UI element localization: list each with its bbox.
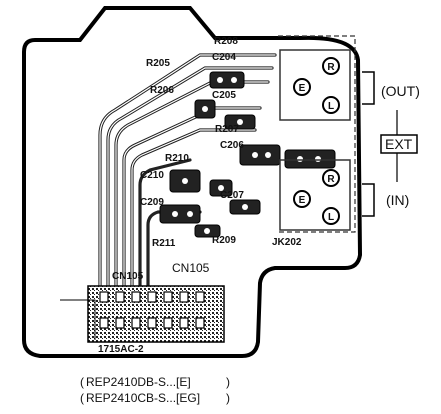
- part-number-1: REP2410DB-S...[E]: [86, 375, 191, 389]
- terminal-label-r-out: R: [327, 62, 335, 73]
- label-c210: C210: [140, 170, 164, 181]
- label-r210: R210: [165, 153, 189, 164]
- label-r205: R205: [146, 58, 170, 69]
- part-number-2: REP2410CB-S...[EG]: [86, 391, 200, 405]
- bracket-in: [362, 183, 375, 217]
- terminal-r-in: [322, 169, 340, 187]
- terminal-label-r-in: R: [327, 174, 335, 185]
- jack-body-out: [279, 49, 351, 121]
- board-outline: [22, 6, 363, 358]
- label-jk202: JK202: [272, 237, 302, 248]
- paren-left-2: (: [80, 391, 84, 405]
- label-c207: C207: [220, 190, 244, 201]
- terminal-l-in: [322, 207, 340, 225]
- paren-right-1: ): [226, 375, 230, 389]
- label-r206: R206: [150, 85, 174, 96]
- label-c209: C209: [140, 197, 164, 208]
- terminal-label-e-out: E: [299, 83, 306, 94]
- label-c206: C206: [220, 140, 244, 151]
- bracket-out: [362, 71, 375, 105]
- copper-traces-inner: [99, 54, 276, 311]
- terminal-e-out: [293, 78, 311, 96]
- terminal-label-l-in: L: [328, 212, 334, 223]
- terminal-r-out: [322, 57, 340, 75]
- label-c205: C205: [212, 90, 236, 101]
- terminal-e-in: [293, 190, 311, 208]
- label-r207: R207: [215, 124, 239, 135]
- label-cn105: CN105: [172, 261, 210, 275]
- label-r211: R211: [152, 238, 176, 249]
- label-cn105-small: CN105: [112, 271, 144, 282]
- jack-body-in: [279, 159, 351, 231]
- label-ext: EXT: [385, 136, 413, 152]
- label-r208: R208: [214, 36, 238, 47]
- label-in: (IN): [386, 192, 409, 208]
- label-c204: C204: [212, 52, 236, 63]
- paren-left-1: (: [80, 375, 84, 389]
- label-board-code: 1715AC-2: [98, 344, 144, 355]
- ext-box: [380, 134, 418, 154]
- dashed-shield-region: [278, 35, 356, 233]
- label-out: (OUT): [381, 83, 420, 99]
- paren-right-2: ): [226, 391, 230, 405]
- terminal-l-out: [322, 96, 340, 114]
- component-pads: [159, 71, 336, 238]
- connector-lead: [60, 299, 96, 340]
- connector-cn105: [87, 285, 225, 343]
- label-r209: R209: [212, 235, 236, 246]
- terminal-label-l-out: L: [328, 101, 334, 112]
- jack-terminals: [293, 57, 340, 225]
- terminal-label-e-in: E: [299, 195, 306, 206]
